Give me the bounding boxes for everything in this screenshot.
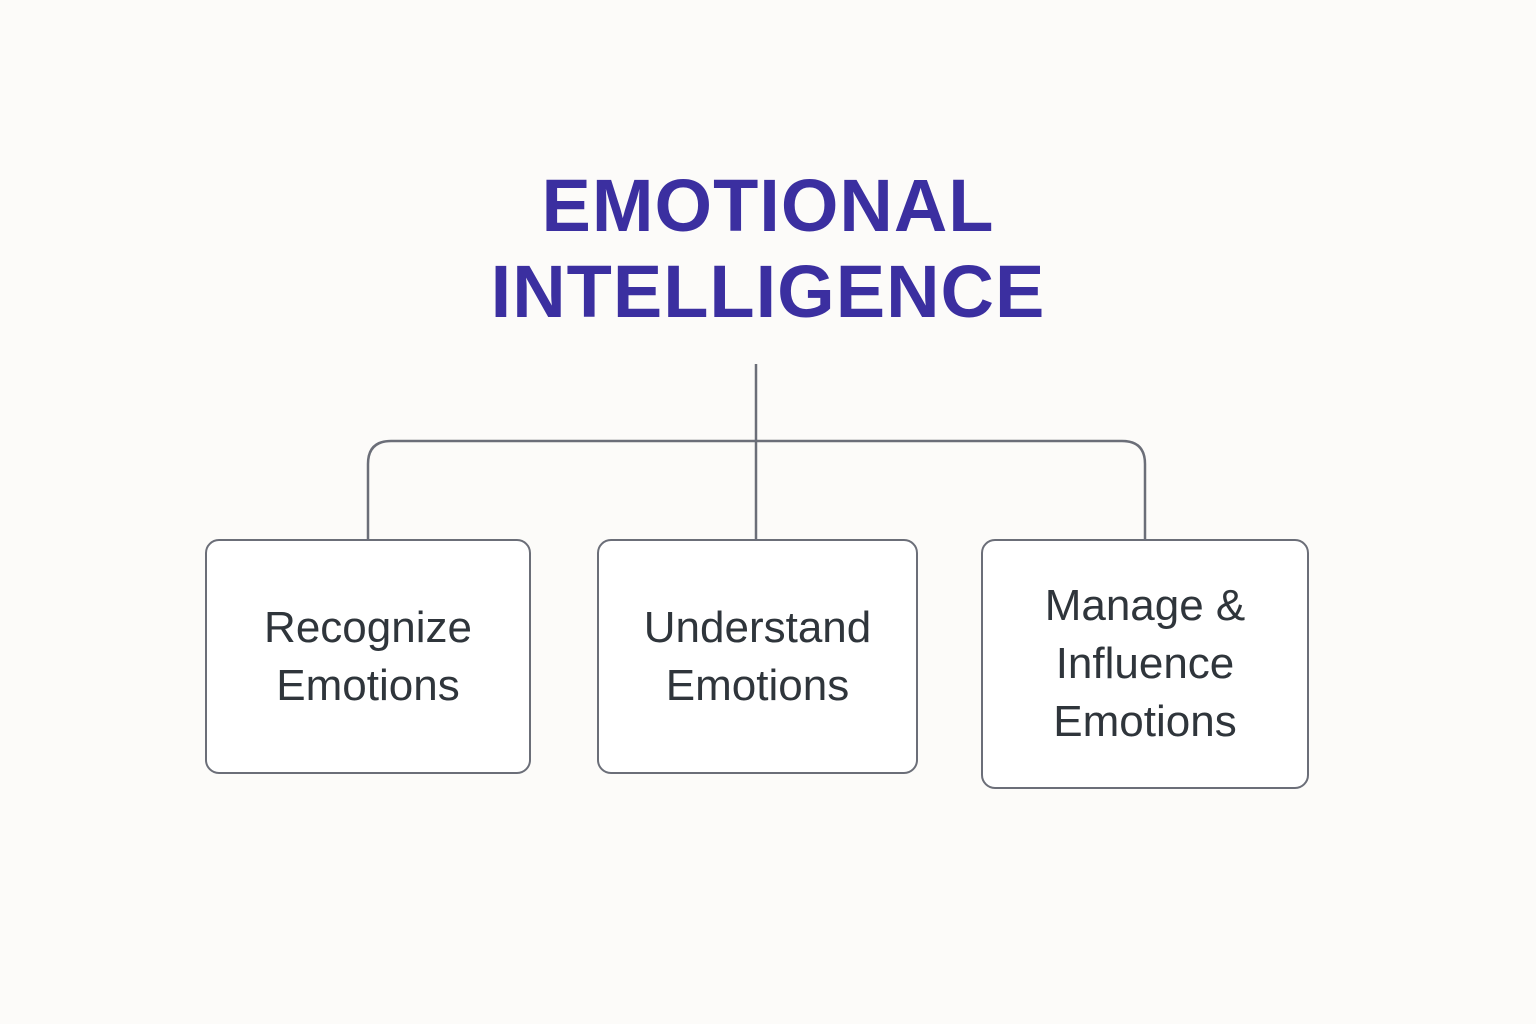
node-label-line: Manage & <box>1044 581 1246 630</box>
node-label-line: Emotions <box>276 660 460 710</box>
node-manage-influence-emotions: Manage & Influence Emotions <box>981 539 1309 789</box>
node-recognize-emotions: Recognize Emotions <box>205 539 531 774</box>
title-line-intelligence: INTELLIGENCE <box>490 250 1046 333</box>
node-understand-emotions: Understand Emotions <box>597 539 918 774</box>
node-label-line: Influence <box>1055 639 1235 688</box>
horizontal-branch-connector <box>366 439 1147 539</box>
node-label-line: Emotions <box>665 660 850 710</box>
title-line-emotional: EMOTIONAL <box>541 164 995 247</box>
node-label-line: Emotions <box>1053 697 1237 746</box>
node-label-line: Recognize <box>264 602 472 652</box>
node-label-line: Understand <box>643 602 872 652</box>
